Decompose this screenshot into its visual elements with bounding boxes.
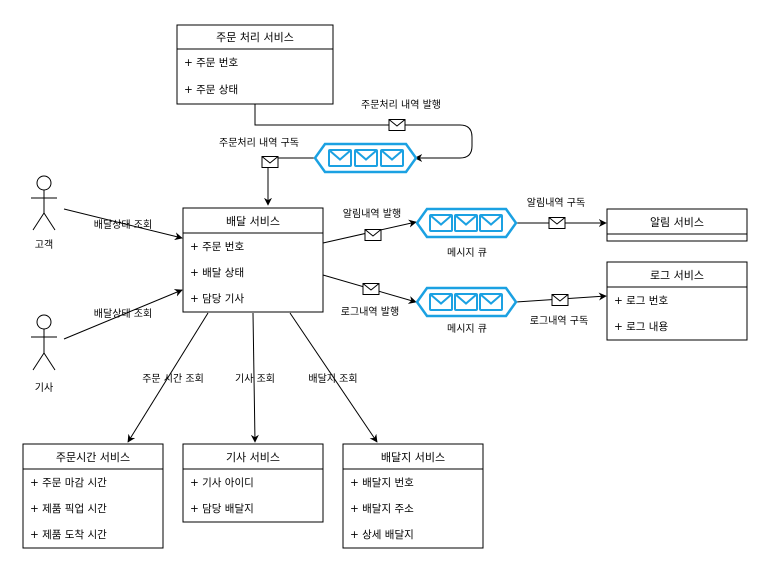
queue-label: 메시지 큐 <box>447 247 487 259</box>
class-driver: 기사 서비스 + 기사 아이디 + 담당 배달지 <box>182 443 324 523</box>
actor-customer-label: 고객 <box>35 239 53 251</box>
message-envelope-icon <box>261 156 279 168</box>
edge-label: 알림내역 발행 <box>343 208 401 220</box>
actor-customer <box>31 175 57 231</box>
message-envelope-icon <box>548 217 566 229</box>
class-destination: 배달지 서비스 + 배달지 번호 + 배달지 주소 + 상세 배달지 <box>342 443 484 549</box>
message-envelope-icon <box>388 119 406 131</box>
class-attribute: + 로그 내용 <box>614 321 668 333</box>
edge-driver-query <box>63 289 183 340</box>
class-attribute: + 배달지 번호 <box>350 477 414 489</box>
class-log: 로그 서비스 + 로그 번호 + 로그 내용 <box>606 261 748 341</box>
queue-label: 메시지 큐 <box>447 323 487 335</box>
queue-envelope-icon <box>479 293 503 311</box>
class-attribute: + 제품 픽업 시간 <box>30 502 107 515</box>
class-attribute: + 담당 배달지 <box>190 503 254 515</box>
edge-label: 주문 시간 조회 <box>142 373 204 385</box>
class-attribute: + 주문 번호 <box>184 57 238 69</box>
edge-label: 배달지 조회 <box>308 373 357 385</box>
message-queue-2 <box>415 207 518 239</box>
class-attribute: + 주문 번호 <box>190 241 244 253</box>
edge-driver-lookup <box>250 312 259 443</box>
edge-label: 로그내역 구독 <box>530 315 588 327</box>
edge-label: 주문처리 내역 발행 <box>361 99 441 111</box>
queue-envelope-icon <box>328 149 352 167</box>
class-attribute: + 담당 기사 <box>190 293 244 305</box>
class-title: 알림 서비스 <box>650 215 704 229</box>
class-notification: 알림 서비스 <box>606 208 748 242</box>
queue-envelope-icon <box>479 214 503 232</box>
queue-envelope-icon <box>354 149 378 167</box>
actor-driver-label: 기사 <box>35 382 53 394</box>
queue-envelope-icon <box>429 293 453 311</box>
class-order-processing: 주문 처리 서비스 + 주문 번호 + 주문 상태 <box>176 24 334 105</box>
edge-label: 배달상태 조회 <box>94 308 152 320</box>
edge-order-publish <box>254 104 473 162</box>
edge-label: 알림내역 구독 <box>527 197 585 209</box>
class-order-time: 주문시간 서비스 + 주문 마감 시간 + 제품 픽업 시간 + 제품 도착 시… <box>22 443 164 549</box>
class-title: 기사 서비스 <box>226 451 280 464</box>
edge-label: 주문처리 내역 구독 <box>219 137 299 149</box>
actor-driver <box>31 314 57 371</box>
class-title: 로그 서비스 <box>650 269 704 282</box>
class-title: 배달 서비스 <box>226 215 280 228</box>
queue-envelope-icon <box>429 214 453 232</box>
queue-envelope-icon <box>380 149 404 167</box>
edge-destination-lookup <box>289 312 378 443</box>
message-queue-3 <box>415 286 518 318</box>
edge-customer-query <box>63 208 183 241</box>
class-attribute: + 제품 도착 시간 <box>30 529 107 541</box>
message-queue-1 <box>313 142 418 174</box>
class-title: 주문 처리 서비스 <box>216 31 294 44</box>
queue-envelope-icon <box>454 293 478 311</box>
edge-order-time-query <box>127 312 209 443</box>
edge-label: 로그내역 발행 <box>341 306 399 318</box>
class-attribute: + 로그 번호 <box>614 295 668 307</box>
class-attribute: + 주문 상태 <box>184 84 238 96</box>
class-attribute: + 배달지 주소 <box>350 503 414 515</box>
class-attribute: + 배달 상태 <box>190 267 244 279</box>
message-envelope-icon <box>551 294 569 306</box>
message-envelope-icon <box>364 229 382 241</box>
class-attribute: + 기사 아이디 <box>190 477 254 489</box>
class-title: 주문시간 서비스 <box>56 451 130 464</box>
message-envelope-icon <box>362 283 380 295</box>
class-attribute: + 주문 마감 시간 <box>30 477 107 489</box>
queue-envelope-icon <box>454 214 478 232</box>
class-attribute: + 상세 배달지 <box>350 529 414 541</box>
edge-label: 기사 조회 <box>235 373 275 385</box>
edge-label: 배달상태 조회 <box>94 219 152 231</box>
class-title: 배달지 서비스 <box>381 451 445 464</box>
class-delivery: 배달 서비스 + 주문 번호 + 배달 상태 + 담당 기사 <box>182 207 324 313</box>
